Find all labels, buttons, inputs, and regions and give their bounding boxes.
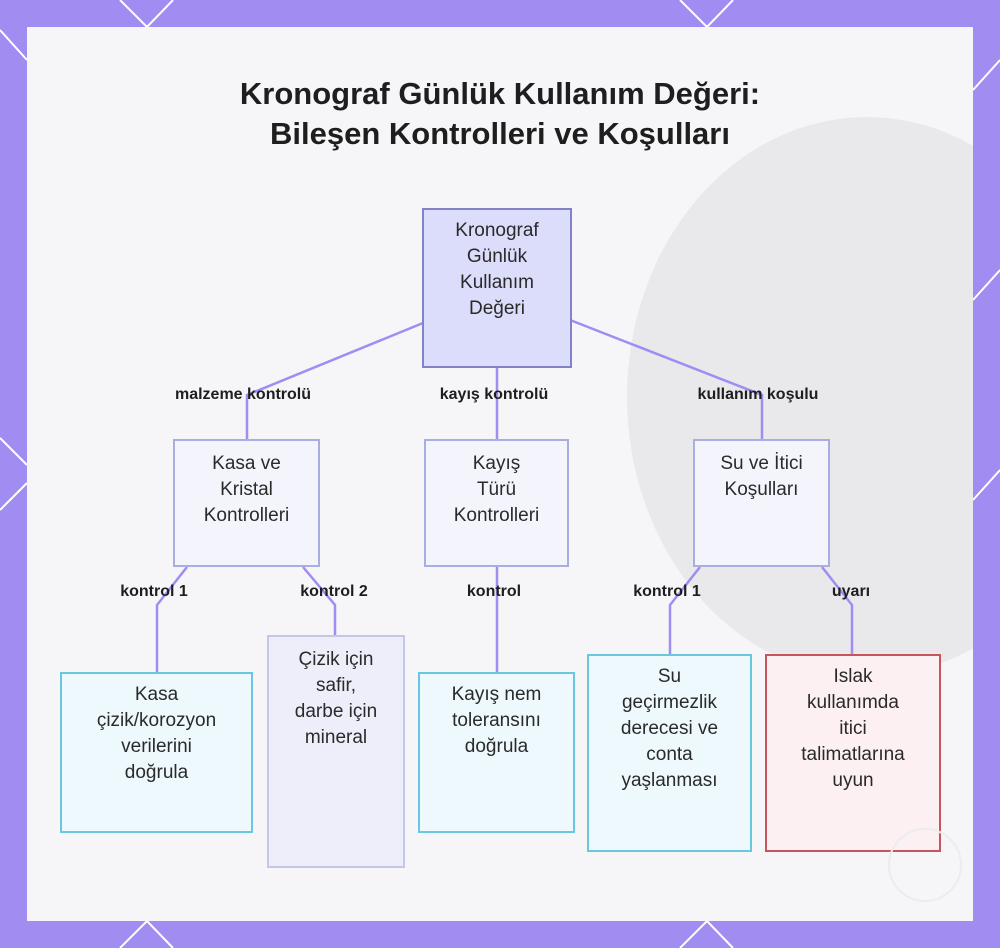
edge-label-case-c2: kontrol 2	[300, 583, 368, 600]
edge-case-leaf1	[155, 566, 188, 673]
node-case-line: Kasa ve	[212, 453, 281, 474]
node-water-pusher: Su ve İtici Koşulları	[693, 439, 830, 567]
leaf-line: Kayış nem	[451, 684, 542, 705]
leaf-wet-warning: Islak kullanımda itici talimatlarına uyu…	[765, 654, 941, 852]
node-case-line: Kontrolleri	[203, 505, 290, 526]
leaf-line: çizik/korozyon	[96, 710, 217, 731]
leaf-line: geçirmezlik	[621, 692, 718, 713]
leaf-line: conta	[646, 744, 693, 765]
leaf-line: talimatlarına	[801, 744, 905, 765]
node-strap-line: Türü	[476, 479, 517, 500]
edge-label-strap: kayış kontrolü	[439, 386, 549, 403]
edge-label-water-c1: kontrol 1	[633, 583, 701, 600]
leaf-line: uyun	[832, 770, 874, 791]
edge-label-strap-c: kontrol	[466, 583, 522, 600]
node-case-crystal: Kasa ve Kristal Kontrolleri	[173, 439, 320, 567]
leaf-line: kullanımda	[807, 692, 899, 713]
title-line-1: Kronograf Günlük Kullanım Değeri:	[239, 76, 761, 111]
leaf-case-verify: Kasa çizik/korozyon verilerini doğrula	[60, 672, 253, 833]
edge-case-leaf2	[302, 566, 337, 636]
title-line-2: Bileşen Kontrolleri ve Koşulları	[270, 116, 730, 151]
leaf-line: mineral	[304, 727, 368, 748]
node-strap-type: Kayış Türü Kontrolleri	[424, 439, 569, 567]
watermark-seal-icon	[888, 828, 962, 902]
node-water-line: Koşulları	[724, 479, 799, 500]
diagram-title: Kronograf Günlük Kullanım Değeri: Bileşe…	[0, 74, 1000, 154]
leaf-line: doğrula	[464, 736, 529, 757]
leaf-line: Su	[657, 666, 682, 687]
edge-label-case-c1: kontrol 1	[120, 583, 188, 600]
leaf-line: doğrula	[124, 762, 189, 783]
leaf-line: safir,	[315, 675, 357, 696]
edge-root-case	[245, 321, 424, 440]
edge-root-water	[569, 318, 764, 440]
leaf-line: Çizik için	[298, 649, 374, 670]
edge-water-leaf1	[668, 566, 701, 655]
node-root: Kronograf Günlük Kullanım Değeri	[422, 208, 572, 368]
node-root-line: Günlük	[466, 246, 528, 267]
node-strap-line: Kayış	[472, 453, 521, 474]
leaf-water-rating: Su geçirmezlik derecesi ve conta yaşlanm…	[587, 654, 752, 852]
node-root-line: Kronograf	[455, 220, 539, 241]
leaf-line: Islak	[833, 666, 873, 687]
edge-label-usage: kullanım koşulu	[697, 386, 819, 403]
leaf-crystal-choice: Çizik için safir, darbe için mineral	[267, 635, 405, 868]
edge-label-material: malzeme kontrolü	[174, 386, 312, 403]
leaf-line: derecesi ve	[620, 718, 719, 739]
edge-label-water-warn: uyarı	[831, 583, 871, 600]
leaf-line: toleransını	[452, 710, 541, 731]
node-root-line: Değeri	[469, 298, 525, 319]
node-water-line: Su ve İtici	[720, 453, 803, 474]
leaf-line: verilerini	[121, 736, 192, 757]
leaf-line: itici	[839, 718, 867, 739]
node-strap-line: Kontrolleri	[453, 505, 540, 526]
leaf-line: darbe için	[294, 701, 378, 722]
leaf-line: Kasa	[134, 684, 179, 705]
node-case-line: Kristal	[220, 479, 273, 500]
node-root-line: Kullanım	[460, 272, 534, 293]
leaf-strap-moisture: Kayış nem toleransını doğrula	[418, 672, 575, 833]
edge-water-leaf2	[821, 566, 854, 655]
leaf-line: yaşlanması	[621, 770, 718, 791]
